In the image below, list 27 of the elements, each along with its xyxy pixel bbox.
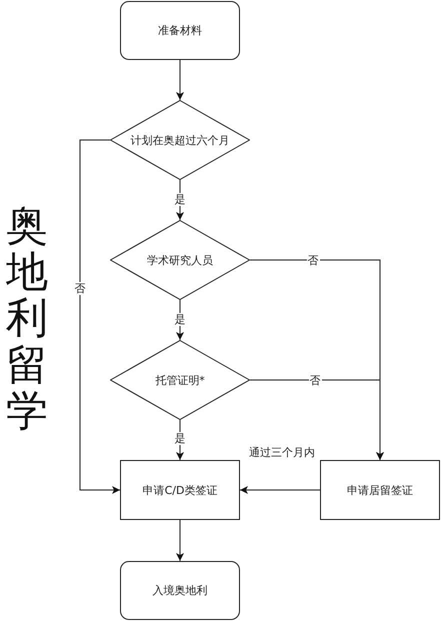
node-label: 申请居留签证 bbox=[347, 482, 413, 498]
edge-label: 否 bbox=[308, 374, 322, 386]
arrow bbox=[240, 486, 320, 494]
edge-label: 是 bbox=[174, 312, 186, 326]
terminal-box bbox=[120, 1, 240, 60]
edge-label: 是 bbox=[174, 192, 186, 206]
edge-label: 通过三个月内 bbox=[248, 446, 316, 458]
node-label: 计划在奥超过六个月 bbox=[130, 132, 230, 148]
title: 奥地利留学 bbox=[6, 203, 48, 434]
node-label: 托管证明* bbox=[155, 372, 205, 388]
node-label: 准备材料 bbox=[158, 23, 202, 38]
process-box bbox=[320, 460, 440, 520]
edge-label: 否 bbox=[306, 254, 320, 266]
decision-diamond bbox=[110, 220, 250, 300]
arrow bbox=[250, 380, 384, 460]
arrow bbox=[80, 140, 120, 494]
terminal-box bbox=[120, 561, 240, 620]
process-box bbox=[120, 460, 240, 520]
node-label: 学术研究人员 bbox=[147, 252, 213, 268]
node-label: 入境奥地利 bbox=[152, 583, 208, 598]
decision-diamond bbox=[110, 340, 250, 420]
arrow bbox=[176, 520, 184, 562]
decision-diamond bbox=[110, 100, 250, 180]
edge-label: 否 bbox=[74, 282, 86, 294]
edge-label: 是 bbox=[174, 432, 186, 444]
node-label: 申请C/D类签证 bbox=[142, 482, 218, 498]
arrow bbox=[176, 60, 184, 100]
